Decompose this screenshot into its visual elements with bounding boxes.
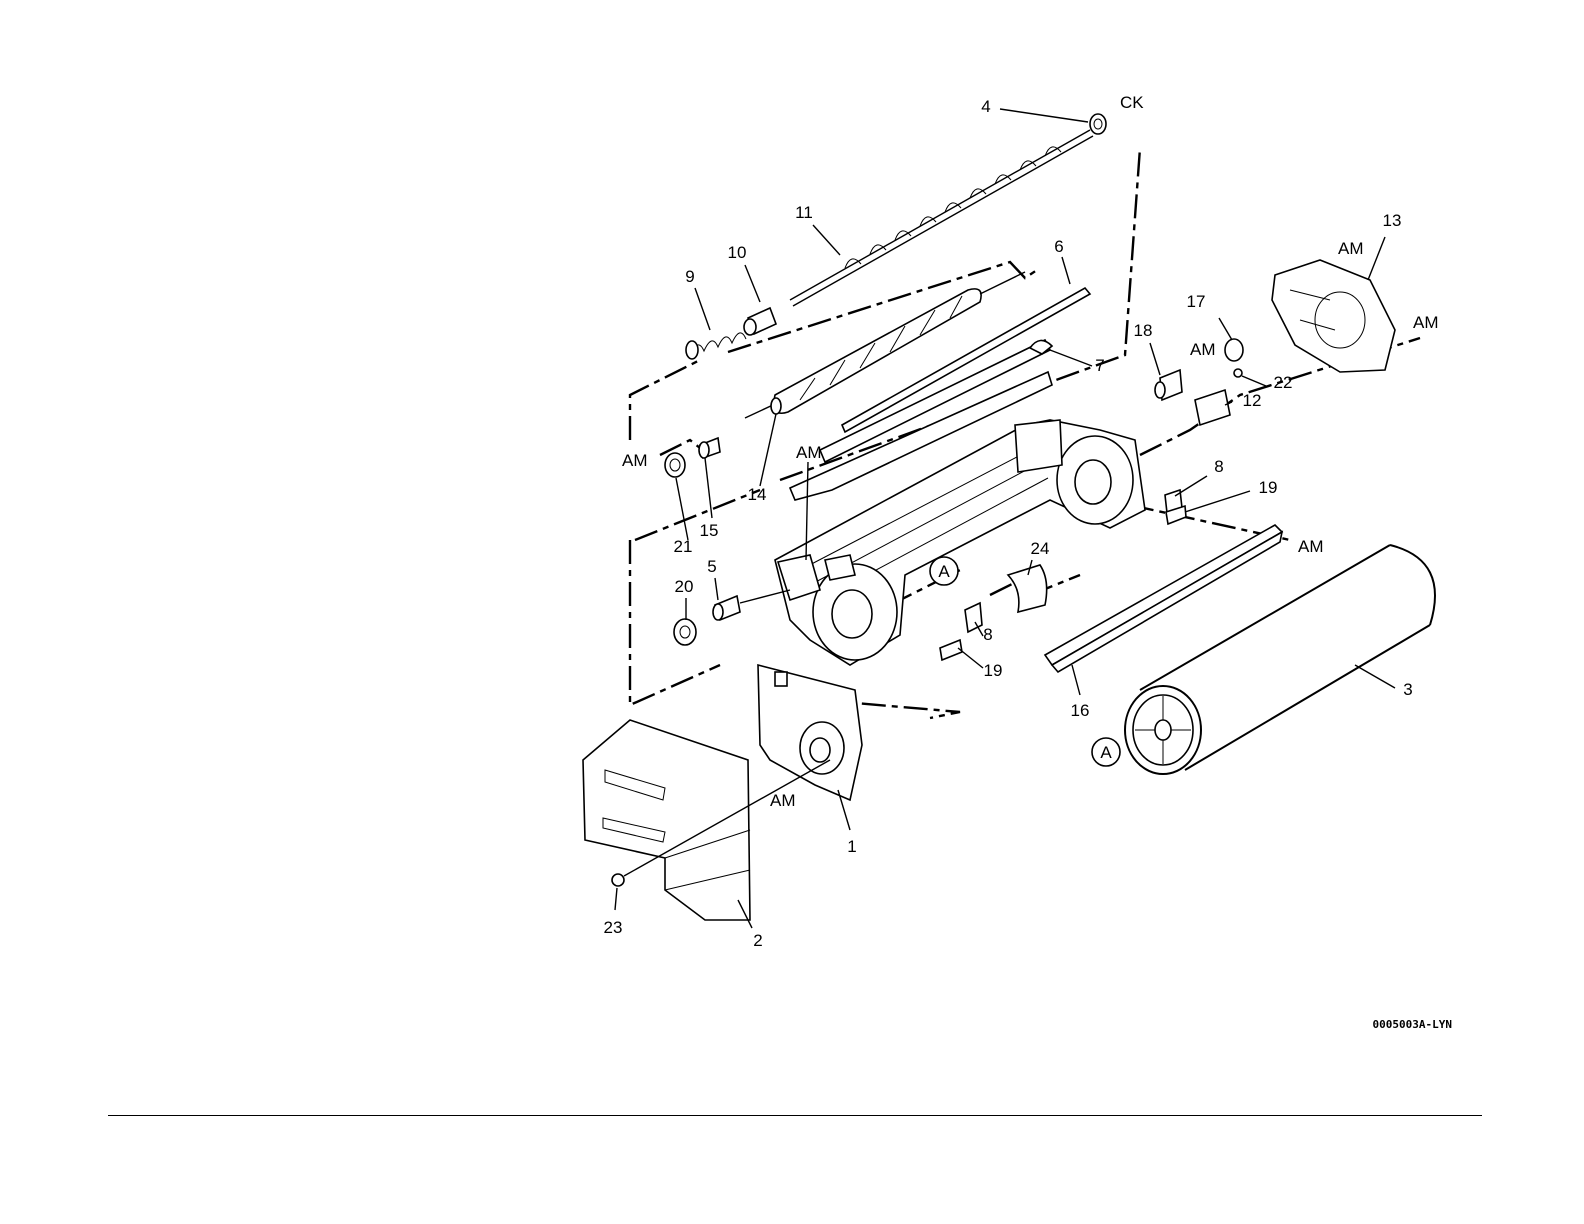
callout-19-rear: 19 — [1259, 478, 1278, 497]
part-13-rear-housing — [1272, 260, 1395, 372]
ref-a-label: A — [1100, 743, 1112, 762]
callout-2: 2 — [753, 931, 762, 950]
part-1-bracket-plate — [758, 665, 862, 800]
callout-15: 15 — [700, 521, 719, 540]
mark-am: AM — [1298, 537, 1324, 556]
part-8-seal-front — [965, 603, 982, 632]
part-19-pad-front — [940, 640, 962, 660]
callout-23: 23 — [604, 918, 623, 937]
ref-a-label: A — [938, 562, 950, 581]
callout-10: 10 — [728, 243, 747, 262]
callout-6: 6 — [1054, 237, 1063, 256]
callout-13: 13 — [1383, 211, 1402, 230]
reference-mark-a-upper: A — [930, 557, 958, 585]
part-11-auger — [790, 130, 1093, 306]
figure-code: 0005003A-LYN — [1373, 1018, 1452, 1031]
mark-am: AM — [1413, 313, 1439, 332]
callout-21: 21 — [674, 537, 693, 556]
part-24-shield — [1008, 565, 1047, 612]
callout-20: 20 — [675, 577, 694, 596]
callout-17: 17 — [1187, 292, 1206, 311]
callout-18: 18 — [1134, 321, 1153, 340]
callout-22: 22 — [1274, 373, 1293, 392]
callout-1: 1 — [847, 837, 856, 856]
part-21-gear — [665, 453, 685, 477]
callout-16: 16 — [1071, 701, 1090, 720]
part-9-spring — [686, 333, 746, 359]
callout-8-rear: 8 — [1214, 457, 1223, 476]
part-12-block — [1195, 390, 1230, 425]
reference-mark-a-lower: A — [1092, 738, 1120, 766]
part-22-screw — [1234, 369, 1242, 377]
mark-am: AM — [770, 791, 796, 810]
callout-3: 3 — [1403, 680, 1412, 699]
part-16-seal-strip — [1045, 525, 1282, 672]
callout-4: 4 — [981, 97, 990, 116]
callout-19-front: 19 — [984, 661, 1003, 680]
callout-9: 9 — [685, 267, 694, 286]
part-5-bearing — [713, 590, 790, 620]
part-20-gear — [674, 619, 696, 645]
part-3-drum — [1125, 545, 1435, 774]
callout-7: 7 — [1095, 356, 1104, 375]
mark-ck: CK — [1120, 93, 1144, 112]
part-18-bracket — [1155, 370, 1182, 400]
mark-am: AM — [1338, 239, 1364, 258]
callout-11: 11 — [795, 203, 813, 222]
part-4-collar — [1090, 114, 1106, 134]
callout-14: 14 — [748, 485, 767, 504]
part-15-bearing — [699, 438, 720, 458]
callout-24: 24 — [1031, 539, 1050, 558]
callout-5: 5 — [707, 557, 716, 576]
part-10-bushing — [744, 308, 776, 335]
mark-am: AM — [1190, 340, 1216, 359]
part-2-cover — [583, 720, 750, 920]
footer-rule — [108, 1115, 1482, 1116]
part-17-gear — [1225, 339, 1243, 361]
mark-am: AM — [796, 443, 822, 462]
callout-12: 12 — [1243, 391, 1262, 410]
mark-am: AM — [622, 451, 648, 470]
callout-8-front: 8 — [983, 625, 992, 644]
